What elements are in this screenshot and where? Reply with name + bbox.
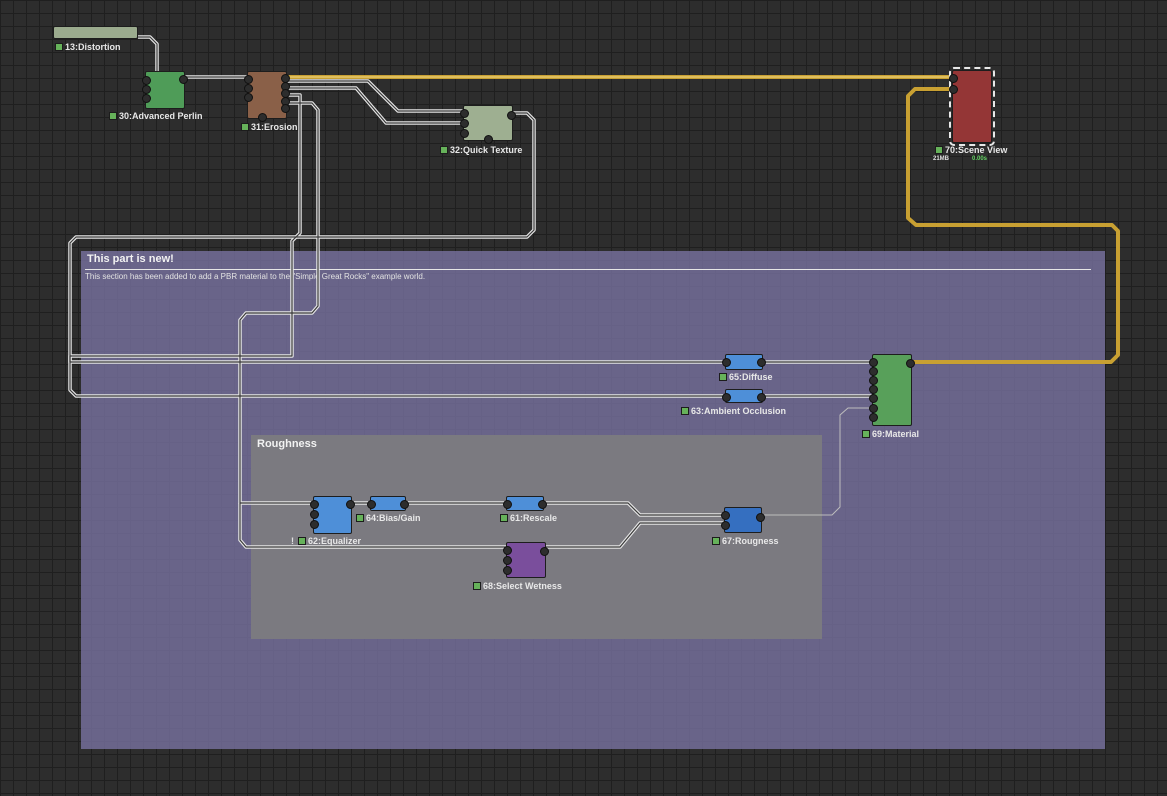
node-diffuse[interactable] bbox=[722, 354, 766, 370]
input-port[interactable] bbox=[484, 135, 493, 144]
status-indicator-icon bbox=[440, 146, 448, 154]
status-indicator-icon bbox=[298, 537, 306, 545]
input-port[interactable] bbox=[869, 394, 878, 403]
output-port[interactable] bbox=[281, 104, 290, 113]
node-label: 62:Equalizer bbox=[298, 536, 361, 547]
node-select-wetness[interactable] bbox=[503, 542, 549, 578]
input-port[interactable] bbox=[367, 500, 376, 509]
input-port[interactable] bbox=[142, 76, 151, 85]
input-port[interactable] bbox=[869, 376, 878, 385]
input-port[interactable] bbox=[244, 75, 253, 84]
status-indicator-icon bbox=[712, 537, 720, 545]
node-distortion[interactable] bbox=[53, 26, 138, 39]
node-erosion[interactable] bbox=[244, 71, 290, 122]
status-indicator-icon bbox=[862, 430, 870, 438]
input-port[interactable] bbox=[869, 385, 878, 394]
node-label: 69:Material bbox=[862, 429, 919, 440]
node-material[interactable] bbox=[869, 354, 915, 426]
node-label: 32:Quick Texture bbox=[440, 145, 522, 156]
node-label: 65:Diffuse bbox=[719, 372, 773, 383]
input-port[interactable] bbox=[460, 129, 469, 138]
node-quick-texture[interactable] bbox=[460, 105, 516, 144]
wire-highlighted bbox=[287, 75, 1120, 364]
input-port[interactable] bbox=[258, 113, 267, 122]
status-indicator-icon bbox=[500, 514, 508, 522]
output-port[interactable] bbox=[400, 500, 409, 509]
input-port[interactable] bbox=[869, 404, 878, 413]
input-port[interactable] bbox=[722, 358, 731, 367]
node-bias-gain[interactable] bbox=[367, 496, 409, 511]
input-port[interactable] bbox=[869, 413, 878, 422]
node-scene-view[interactable] bbox=[949, 67, 995, 146]
input-port[interactable] bbox=[503, 500, 512, 509]
input-port[interactable] bbox=[722, 393, 731, 402]
output-port[interactable] bbox=[346, 500, 355, 509]
node-label: 63:Ambient Occlusion bbox=[681, 406, 786, 417]
input-port[interactable] bbox=[503, 566, 512, 575]
group-roughness[interactable]: Roughness bbox=[251, 435, 822, 639]
input-port[interactable] bbox=[503, 546, 512, 555]
status-indicator-icon bbox=[241, 123, 249, 131]
memory-usage: 21MB bbox=[933, 156, 950, 162]
status-indicator-icon bbox=[935, 146, 943, 154]
output-port[interactable] bbox=[757, 393, 766, 402]
node-label: 13:Distortion bbox=[55, 42, 121, 53]
input-port[interactable] bbox=[869, 358, 878, 367]
wire-thin bbox=[762, 407, 872, 516]
output-port[interactable] bbox=[538, 500, 547, 509]
status-indicator-icon bbox=[55, 43, 63, 51]
warning-icon: ! bbox=[291, 536, 294, 546]
input-port[interactable] bbox=[244, 93, 253, 102]
output-port[interactable] bbox=[540, 547, 549, 556]
node-ambient-occlusion[interactable] bbox=[722, 389, 766, 403]
group-divider bbox=[85, 269, 1091, 270]
status-indicator-icon bbox=[109, 112, 117, 120]
output-port[interactable] bbox=[756, 513, 765, 522]
node-label: 67:Rougness bbox=[712, 536, 779, 547]
node-label: 61:Rescale bbox=[500, 513, 557, 524]
node-label: 68:Select Wetness bbox=[473, 581, 562, 592]
node-label: 64:Bias/Gain bbox=[356, 513, 421, 524]
status-indicator-icon bbox=[681, 407, 689, 415]
node-rougness[interactable] bbox=[721, 507, 765, 533]
input-port[interactable] bbox=[460, 109, 469, 118]
node-rescale[interactable] bbox=[503, 496, 547, 511]
status-indicator-icon bbox=[473, 582, 481, 590]
output-port[interactable] bbox=[507, 111, 516, 120]
status-indicator-icon bbox=[356, 514, 364, 522]
input-port[interactable] bbox=[721, 521, 730, 530]
input-port[interactable] bbox=[949, 74, 958, 83]
input-port[interactable] bbox=[310, 510, 319, 519]
input-port[interactable] bbox=[869, 367, 878, 376]
input-port[interactable] bbox=[310, 500, 319, 509]
group-title: This part is new! bbox=[87, 253, 174, 265]
input-port[interactable] bbox=[142, 94, 151, 103]
output-port[interactable] bbox=[757, 358, 766, 367]
input-port[interactable] bbox=[503, 556, 512, 565]
group-description: This section has been added to add a PBR… bbox=[85, 272, 426, 281]
status-indicator-icon bbox=[719, 373, 727, 381]
input-port[interactable] bbox=[460, 119, 469, 128]
input-port[interactable] bbox=[949, 85, 958, 94]
group-title: Roughness bbox=[257, 438, 317, 450]
input-port[interactable] bbox=[721, 511, 730, 520]
node-label: 70:Scene View bbox=[935, 145, 1007, 156]
output-port[interactable] bbox=[906, 359, 915, 368]
input-port[interactable] bbox=[310, 520, 319, 529]
render-time: 0.00s bbox=[972, 156, 988, 162]
node-advanced-perlin[interactable] bbox=[142, 71, 188, 109]
input-port[interactable] bbox=[244, 84, 253, 93]
output-port[interactable] bbox=[179, 75, 188, 84]
node-label: 31:Erosion bbox=[241, 122, 298, 133]
node-label: 30:Advanced Perlin bbox=[109, 111, 203, 122]
node-equalizer[interactable] bbox=[310, 496, 355, 534]
input-port[interactable] bbox=[142, 85, 151, 94]
